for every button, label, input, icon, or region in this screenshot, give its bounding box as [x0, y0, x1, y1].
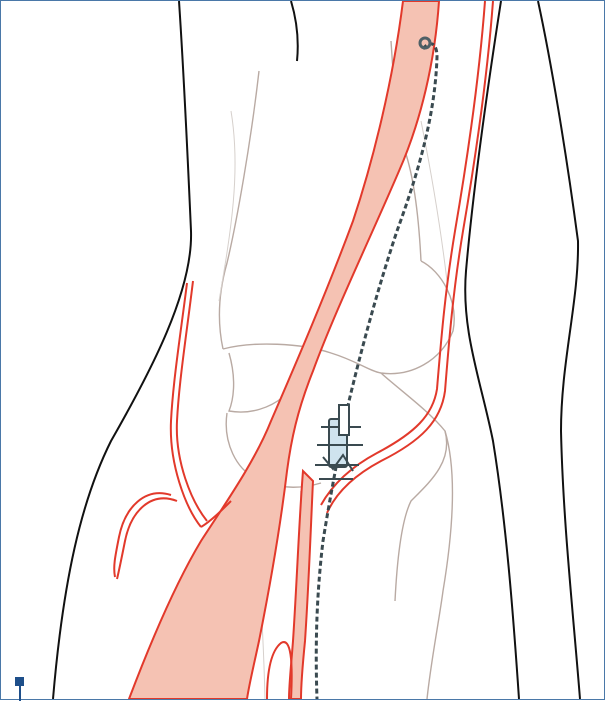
genicular-branch-lower-outer: [117, 498, 177, 579]
genicular-artery-left-outer: [177, 281, 207, 521]
faint-bone-line-1: [219, 111, 235, 301]
fibula: [427, 431, 452, 699]
tibial-artery-branch: [289, 471, 313, 699]
leg-outline-top-strand: [291, 1, 298, 61]
tibial-loop-left: [267, 642, 292, 699]
genicular-artery-left-inner: [171, 283, 201, 527]
femur-shaft-left: [220, 71, 259, 349]
stent-device: [315, 405, 363, 479]
leg-outline-outer-right: [538, 1, 580, 699]
patella: [229, 353, 283, 412]
femoral-popliteal-artery: [129, 1, 439, 699]
tibia-right-edge: [381, 373, 447, 601]
stent-core: [339, 405, 349, 435]
leg-outline-left: [53, 1, 191, 699]
corner-marker-stem: [19, 685, 21, 701]
